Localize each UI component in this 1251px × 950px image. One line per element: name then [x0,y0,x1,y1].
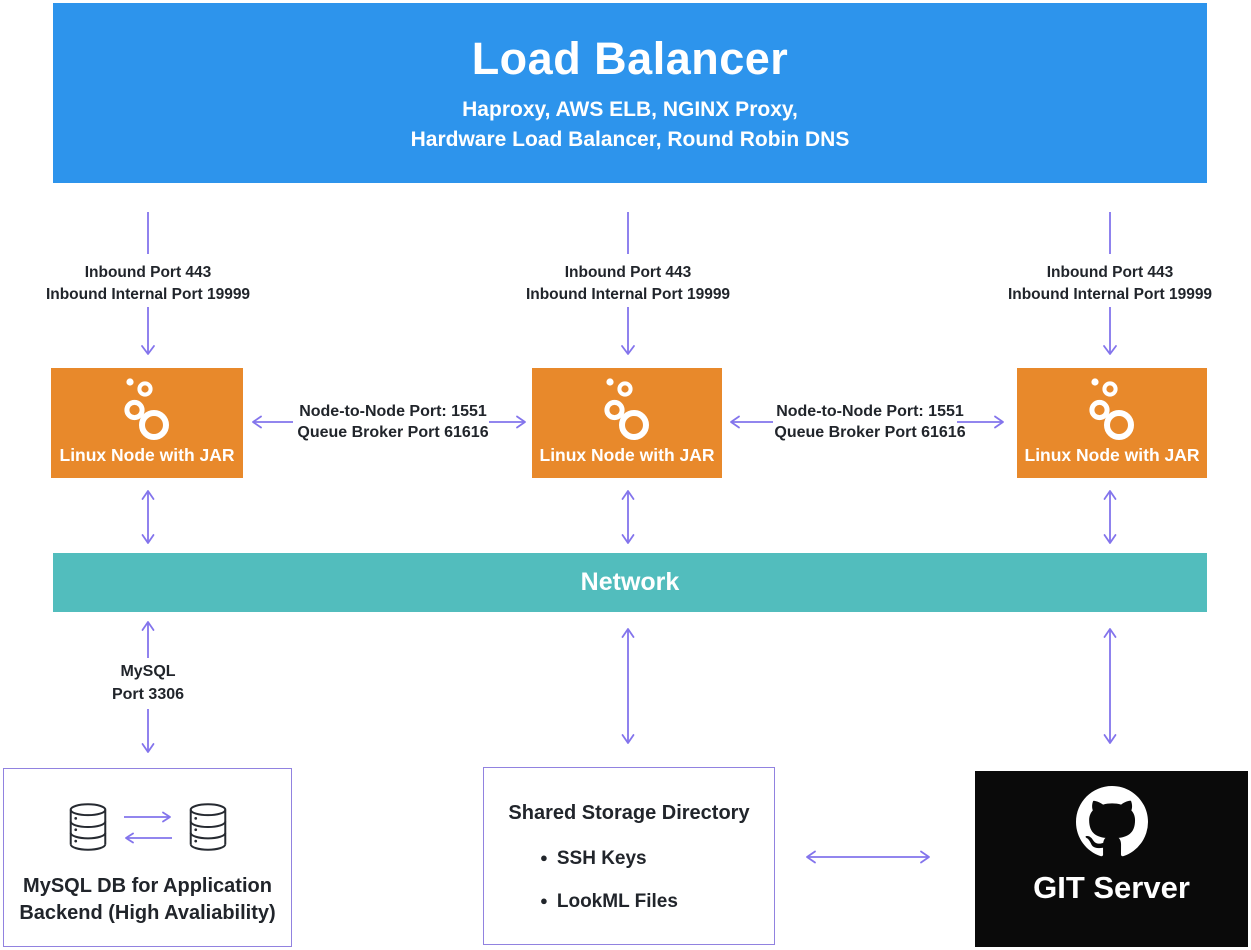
load-balancer-box: Load Balancer Haproxy, AWS ELB, NGINX Pr… [53,3,1207,183]
arrow-storage-git [803,848,933,866]
arrow-right-to-node-3 [957,413,1007,431]
mysql-db-line1: MySQL DB for Application [23,875,272,897]
inbound-line1: Inbound Port 443 [84,264,212,281]
arrow-down-to-mysqldb [138,709,158,755]
line-loadbalancer-col3 [1100,212,1120,254]
mysql-db-label: MySQL DB for Application Backend (High A… [19,873,275,927]
arrow-node2-network [618,489,638,545]
arrow-right-to-node-2 [489,413,529,431]
mysql-db-box: MySQL DB for Application Backend (High A… [3,768,292,947]
arrow-left-to-node-2 [727,413,773,431]
line-loadbalancer-col2 [618,212,638,254]
inbound-line1: Inbound Port 443 [564,264,692,281]
mysql-db-line2: Backend (High Avaliability) [19,902,276,924]
node-link-line1: Node-to-Node Port: 1551 [776,403,964,420]
network-bar: Network [53,553,1207,612]
arrow-left-to-node-1 [249,413,293,431]
network-label: Network [580,568,680,596]
github-octocat-icon [1075,786,1148,857]
inbound-ports-label-3: Inbound Port 443 Inbound Internal Port 1… [970,262,1250,305]
inbound-line1: Inbound Port 443 [1046,264,1174,281]
arrow-node1-network [138,489,158,545]
linux-node-box-2: Linux Node with JAR [532,368,722,478]
node-link-line2: Queue Broker Port 61616 [297,424,489,442]
database-cylinder-icon [69,803,106,851]
arrow-down-to-node-2 [618,307,638,357]
linux-node-label: Linux Node with JAR [1024,445,1200,465]
looker-bubbles-icon [1089,378,1134,440]
line-loadbalancer-col1 [138,212,158,254]
arrow-down-to-node-3 [1100,307,1120,357]
mysql-port-label: MySQL Port 3306 [58,661,238,706]
node-link-line2: Queue Broker Port 61616 [774,424,966,442]
db-replication-row [68,802,228,852]
inbound-line2: Inbound Internal Port 19999 [525,285,731,303]
node-link-line1: Node-to-Node Port: 1551 [299,403,487,420]
arrow-node3-network [1100,489,1120,545]
linux-node-box-1: Linux Node with JAR [51,368,243,478]
linux-node-box-3: Linux Node with JAR [1017,368,1207,478]
inbound-line2: Inbound Internal Port 19999 [45,285,251,303]
linux-node-label: Linux Node with JAR [539,445,715,465]
mysql-link-line1: MySQL [120,663,176,680]
arrow-network-storage [618,627,638,745]
shared-storage-item-lookml: LookML Files [540,891,774,913]
arrow-up-to-network-mysql [138,620,158,658]
arrow-db-sync-right [123,811,171,822]
looker-bubbles-icon [124,378,169,440]
git-server-box: GIT Server [975,771,1248,947]
inbound-ports-label-2: Inbound Port 443 Inbound Internal Port 1… [488,262,768,305]
inbound-line2: Inbound Internal Port 19999 [1007,285,1213,303]
arrow-down-to-node-1 [138,307,158,357]
shared-storage-item-ssh: SSH Keys [540,848,774,870]
shared-storage-box: Shared Storage Directory SSH Keys LookML… [483,767,775,945]
load-balancer-title: Load Balancer [471,33,789,84]
linux-node-label: Linux Node with JAR [59,445,235,465]
node-link-label-1: Node-to-Node Port: 1551 Queue Broker Por… [293,401,493,443]
mysql-link-line2: Port 3306 [111,685,185,703]
node-link-label-2: Node-to-Node Port: 1551 Queue Broker Por… [770,401,970,443]
arrow-db-sync-left [124,832,172,843]
shared-storage-title: Shared Storage Directory [508,802,750,824]
load-balancer-subtitle-line2: Hardware Load Balancer, Round Robin DNS [410,127,850,151]
git-server-label: GIT Server [1033,870,1190,905]
database-cylinder-icon [189,803,226,851]
load-balancer-subtitle-line1: Haproxy, AWS ELB, NGINX Proxy, [462,98,798,121]
load-balancer-subtitle: Haproxy, AWS ELB, NGINX Proxy, Hardware … [411,95,850,155]
inbound-ports-label-1: Inbound Port 443 Inbound Internal Port 1… [8,262,288,305]
db-sync-arrows [122,811,174,844]
arrow-network-git [1100,627,1120,745]
looker-bubbles-icon [604,378,649,440]
